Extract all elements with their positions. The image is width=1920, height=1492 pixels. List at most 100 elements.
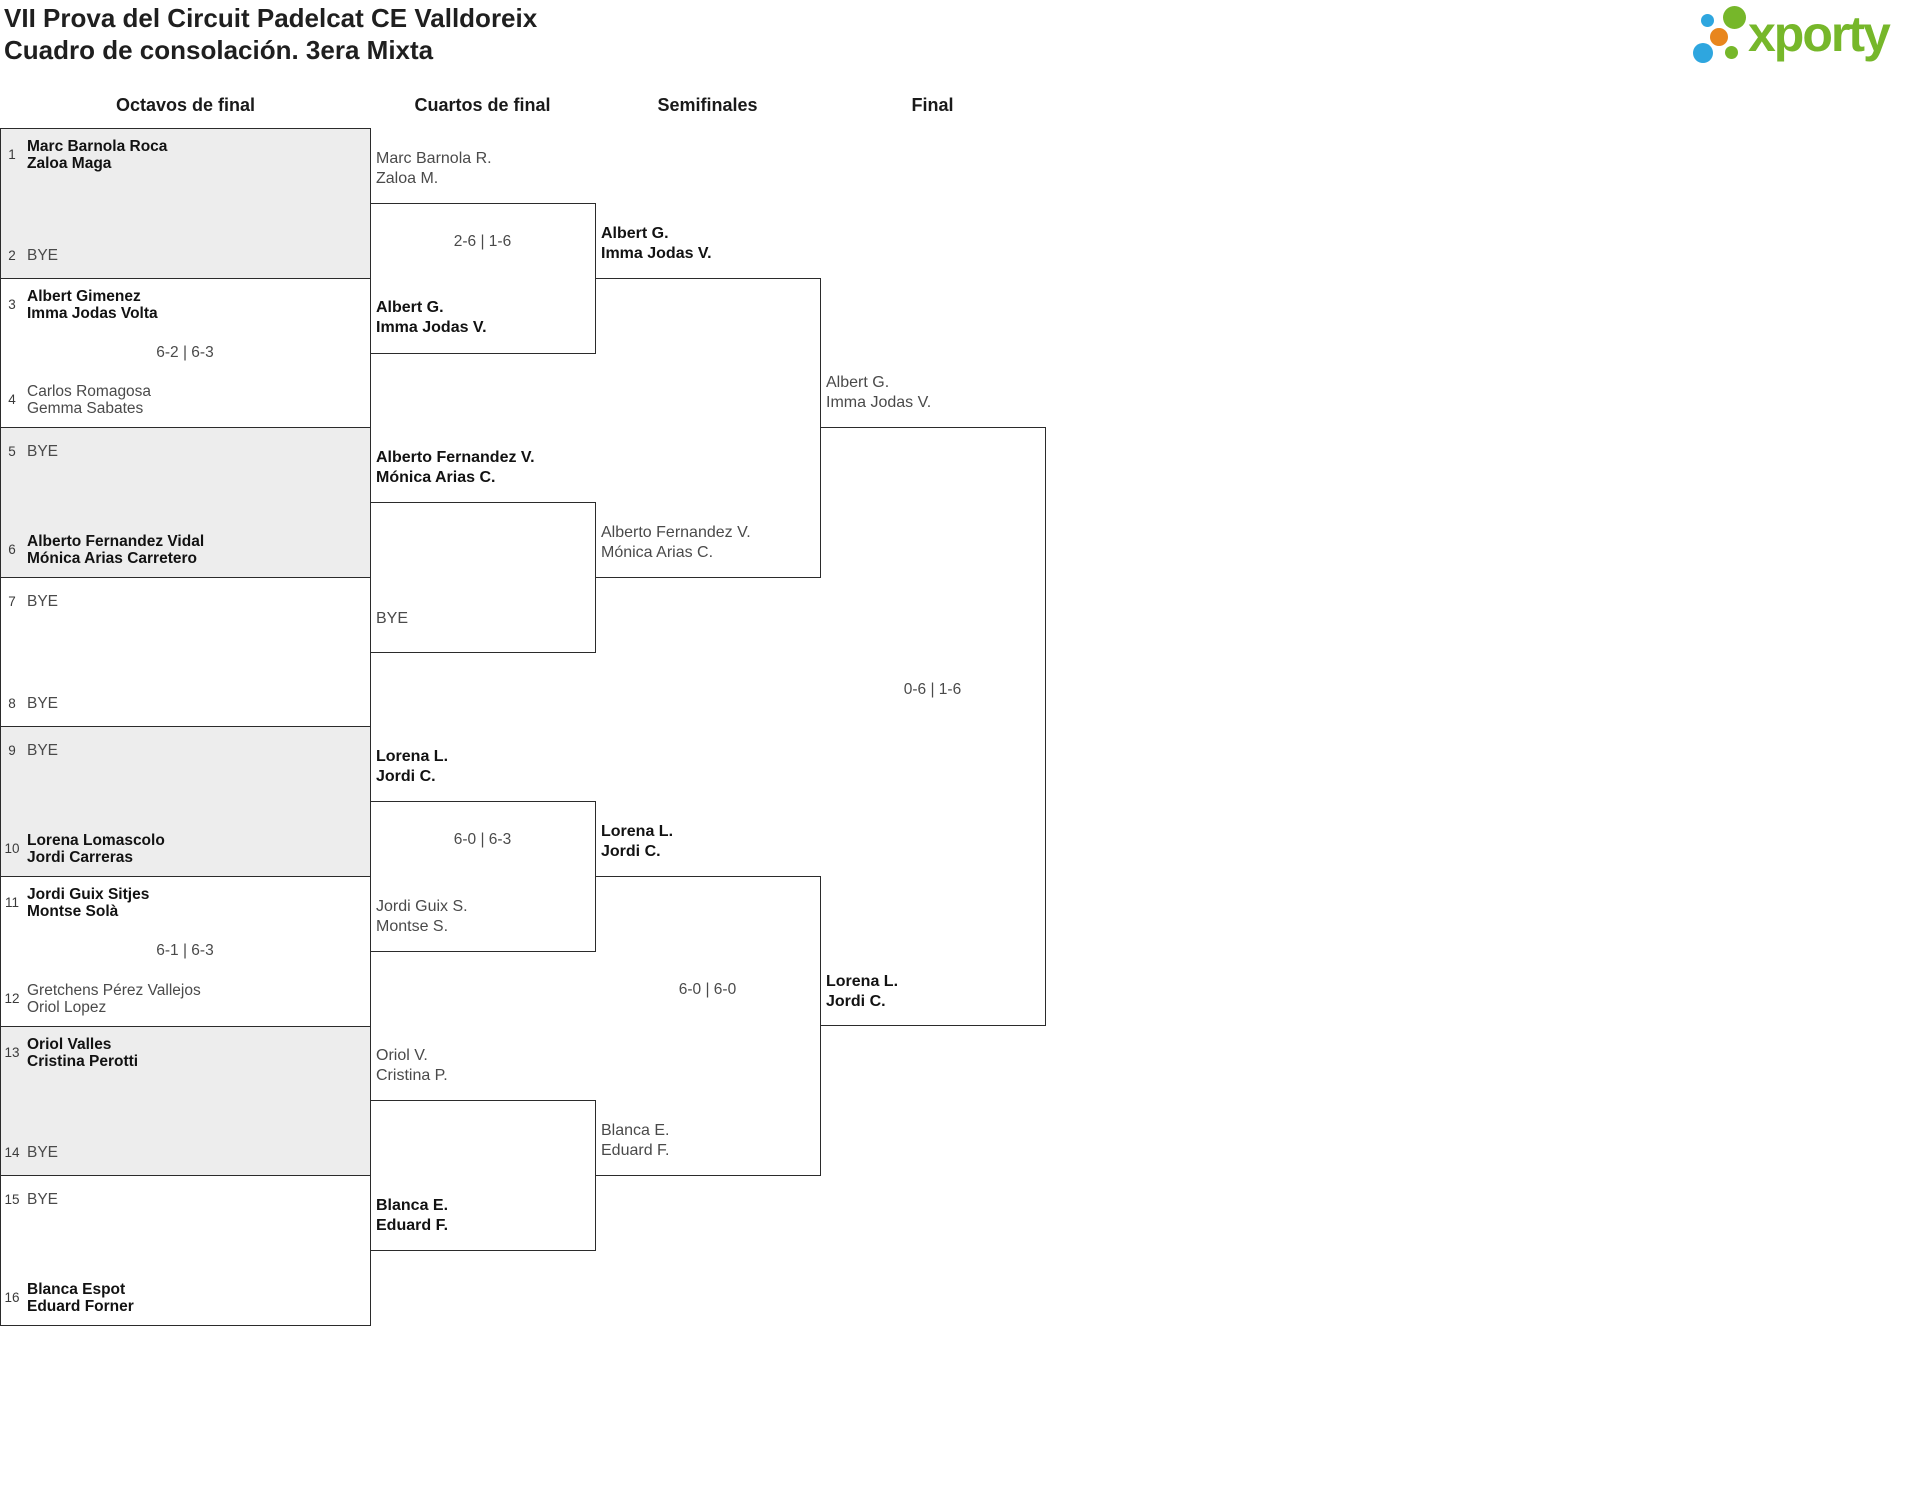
team-name: Alberto Fernandez V. Mónica Arias C. bbox=[601, 523, 820, 563]
match-score: 2-6 | 1-6 bbox=[453, 233, 512, 250]
match-box bbox=[595, 876, 821, 1176]
round-header-semis: Semifinales bbox=[657, 95, 758, 115]
team-name-line: Lorena L. bbox=[601, 823, 674, 840]
match-box bbox=[820, 427, 1046, 1026]
team-name-line: BYE bbox=[27, 443, 59, 460]
team-name-line: Mónica Arias C. bbox=[376, 469, 496, 486]
seed-number: 6 bbox=[8, 542, 16, 557]
logo-dot-orange-icon bbox=[1710, 28, 1728, 46]
team-name-line: Imma Jodas V. bbox=[601, 245, 712, 262]
seed-number: 5 bbox=[8, 444, 16, 459]
team-name-line: Marc Barnola Roca bbox=[27, 138, 168, 155]
team-name: BYE bbox=[27, 1144, 246, 1161]
seed-number: 11 bbox=[4, 895, 19, 910]
seed-number: 1 bbox=[8, 147, 16, 162]
seed-number: 9 bbox=[8, 743, 16, 758]
seed-number: 14 bbox=[4, 1145, 20, 1160]
team-name: BYE bbox=[376, 609, 595, 629]
page-title: VII Prova del Circuit Padelcat CE Valldo… bbox=[4, 2, 537, 66]
team-name: Albert G. Imma Jodas V. bbox=[826, 373, 1045, 413]
team-name-line: Jordi Carreras bbox=[27, 849, 133, 866]
team-name-line: Imma Jodas V. bbox=[826, 394, 932, 411]
team-name-line: Alberto Fernandez V. bbox=[601, 524, 751, 541]
team-name-line: Gemma Sabates bbox=[27, 400, 144, 417]
team-name: Lorena L. Jordi C. bbox=[376, 747, 595, 787]
team-name: BYE bbox=[27, 695, 246, 712]
team-name: BYE bbox=[27, 443, 246, 460]
team-name-line: Cristina P. bbox=[376, 1067, 448, 1084]
team-name-line: Cristina Perotti bbox=[27, 1053, 139, 1070]
seed-number: 12 bbox=[4, 991, 20, 1006]
team-name-line: Jordi C. bbox=[376, 768, 436, 785]
seed-number: 4 bbox=[8, 392, 16, 407]
team-name-line: Albert Gimenez bbox=[27, 288, 141, 305]
round-header-octavos: Octavos de final bbox=[115, 95, 256, 115]
team-name-line: Blanca Espot bbox=[27, 1281, 126, 1298]
team-name: Blanca E.Eduard F. bbox=[376, 1196, 595, 1236]
team-name: BYE bbox=[27, 1191, 246, 1208]
team-name-line: Albert G. bbox=[376, 299, 444, 316]
round-header-cuartos: Cuartos de final bbox=[414, 95, 551, 115]
match-box bbox=[595, 278, 821, 578]
seed-number: 16 bbox=[4, 1290, 20, 1305]
team-name-line: Lorena L. bbox=[376, 748, 449, 765]
team-name-line: Eduard Forner bbox=[27, 1298, 134, 1315]
team-name-line: Eduard F. bbox=[601, 1142, 670, 1159]
team-name: Albert G. Imma Jodas V. bbox=[376, 298, 595, 338]
team-name-line: BYE bbox=[27, 695, 59, 712]
team-name: Marc Barnola R. Zaloa M. bbox=[376, 149, 595, 189]
seed-number: 8 bbox=[8, 696, 16, 711]
team-name-line: Montse Solà bbox=[27, 903, 119, 920]
match-score: 6-2 | 6-3 bbox=[156, 343, 214, 361]
round1-match-box bbox=[0, 876, 371, 1027]
team-name-line: Jordi C. bbox=[826, 993, 886, 1010]
round1-match-box bbox=[0, 1175, 371, 1326]
team-name: BYE bbox=[27, 742, 246, 759]
team-name-line: Oriol V. bbox=[376, 1047, 428, 1064]
logo-dot-blue-small-icon bbox=[1701, 14, 1714, 27]
tournament-title: VII Prova del Circuit Padelcat CE Valldo… bbox=[4, 3, 538, 33]
team-name-line: Jordi Guix S. bbox=[376, 898, 468, 915]
team-name-line: Oriol Valles bbox=[27, 1036, 112, 1053]
team-name-line: Imma Jodas V. bbox=[376, 319, 487, 336]
team-name: Alberto Fernandez V.Mónica Arias C. bbox=[376, 448, 595, 488]
logo-wordmark: xporty bbox=[1748, 6, 1891, 62]
match-score: 0-6 | 1-6 bbox=[903, 681, 962, 698]
team-name-line: Blanca E. bbox=[376, 1197, 449, 1214]
team-name-line: Zaloa M. bbox=[376, 170, 439, 187]
round1-match-box bbox=[0, 1026, 371, 1176]
team-name: Albert G.Imma Jodas V. bbox=[601, 224, 820, 264]
team-name: Oriol V. Cristina P. bbox=[376, 1046, 595, 1086]
team-name: Blanca E. Eduard F. bbox=[601, 1121, 820, 1161]
team-name-line: Carlos Romagosa bbox=[27, 383, 152, 400]
round-header-final: Final bbox=[911, 95, 954, 115]
team-name-line: Lorena L. bbox=[826, 973, 899, 990]
match-score: 6-1 | 6-3 bbox=[156, 942, 214, 959]
seed-number: 2 bbox=[8, 248, 16, 263]
team-name-line: Zaloa Maga bbox=[27, 155, 112, 172]
team-name-line: Marc Barnola R. bbox=[376, 150, 492, 167]
team-name-line: Blanca E. bbox=[601, 1122, 670, 1139]
team-name-line: Oriol Lopez bbox=[27, 999, 107, 1016]
team-name-line: Mónica Arias Carretero bbox=[27, 550, 197, 567]
seed-number: 13 bbox=[4, 1045, 20, 1060]
team-name: BYE bbox=[27, 593, 246, 610]
team-name-line: Albert G. bbox=[826, 374, 890, 391]
team-name-line: BYE bbox=[27, 247, 59, 264]
seed-number: 3 bbox=[8, 297, 16, 312]
team-name-line: Montse S. bbox=[376, 918, 449, 935]
team-name-line: BYE bbox=[376, 610, 409, 627]
team-name: Jordi Guix S. Montse S. bbox=[376, 897, 595, 937]
logo-dot-green-small-icon bbox=[1725, 46, 1738, 59]
team-name-line: Jordi Guix Sitjes bbox=[27, 886, 150, 903]
team-name-line: Mónica Arias C. bbox=[601, 544, 714, 561]
